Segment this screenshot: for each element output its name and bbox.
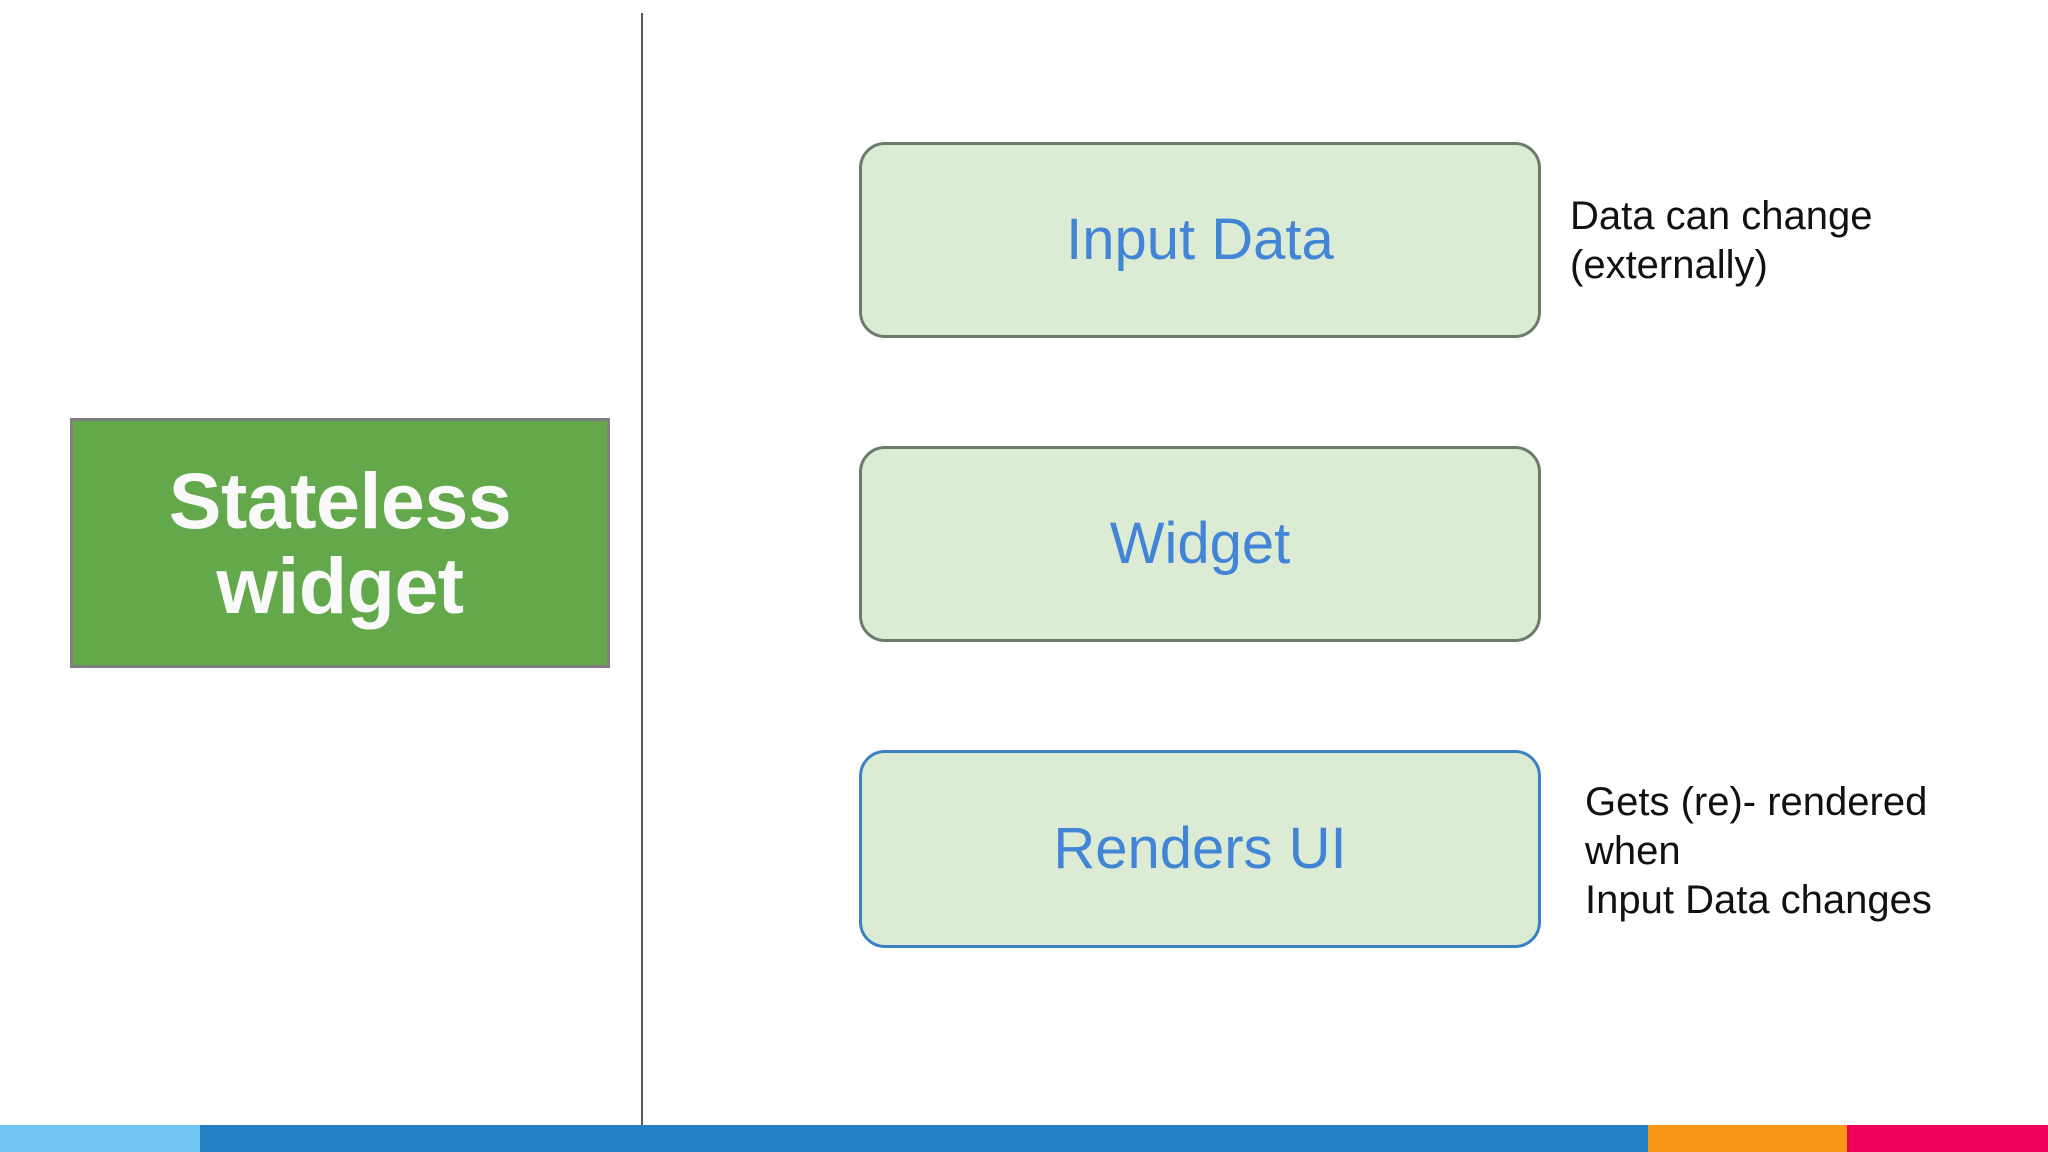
flow-box-widget-label: Widget	[1109, 511, 1291, 577]
footer-segment-blue	[200, 1125, 1648, 1152]
flow-box-input-data-label: Input Data	[1066, 207, 1334, 273]
flow-box-renders-ui[interactable]: Renders UI	[859, 750, 1541, 948]
vertical-divider	[641, 13, 643, 1134]
footer-segment-light-blue	[0, 1125, 200, 1152]
annotation-input-data: Data can change (externally)	[1570, 194, 1873, 288]
flow-box-widget[interactable]: Widget	[859, 446, 1541, 642]
footer-color-bar	[0, 1125, 2048, 1152]
footer-segment-crimson	[1847, 1125, 2048, 1152]
footer-segment-orange	[1648, 1125, 1847, 1152]
flow-box-renders-ui-label: Renders UI	[1053, 816, 1347, 882]
annotation-renders-ui: Gets (re)- rendered when Input Data chan…	[1585, 780, 1932, 923]
stateless-widget-title-box: Stateless widget	[70, 418, 610, 668]
page-title: Stateless widget	[168, 455, 512, 630]
flow-box-input-data[interactable]: Input Data	[859, 142, 1541, 338]
